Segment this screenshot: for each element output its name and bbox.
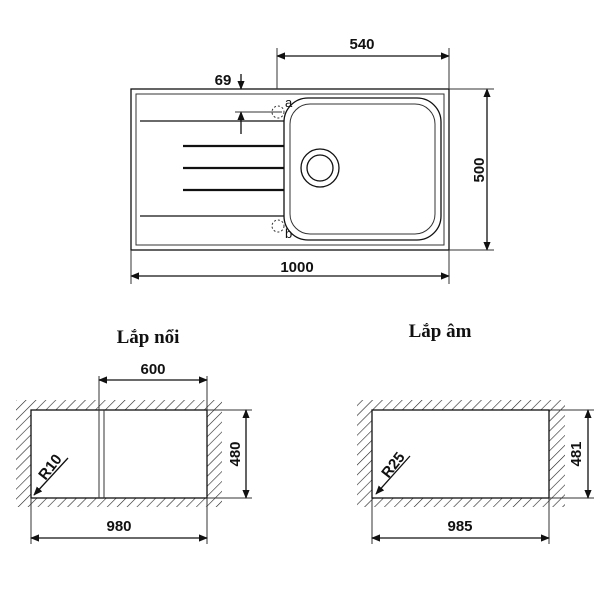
hole-b-label: b [285, 226, 292, 241]
countertop-hatch [16, 400, 222, 507]
hole-a-label: a [285, 95, 293, 110]
dim-height: 500 [471, 157, 488, 182]
dim-width-980: 980 [106, 518, 131, 535]
dim-bowl-width: 540 [349, 36, 374, 53]
radius-leader [33, 457, 69, 496]
sink-top-view: a b 540 69 500 1000 [130, 36, 494, 284]
tap-hole-a [271, 105, 285, 119]
bowl-inner [289, 103, 436, 235]
drain-outer [300, 148, 340, 188]
sink-outline [130, 88, 450, 251]
tap-hole-b [271, 219, 285, 233]
dim-total-width: 1000 [280, 259, 313, 276]
drain-inner [306, 154, 334, 182]
dim-height-481: 481 [568, 441, 585, 466]
dim-width-inner: 600 [140, 361, 165, 378]
radius-leader [375, 455, 411, 495]
cutout-opening [371, 409, 550, 499]
radius-label: R25 [378, 449, 408, 481]
dim-offset: 69 [215, 72, 232, 89]
cutout-opening [30, 409, 208, 499]
surface-mount-cutout: Lắp nổi 600 480 R10 980 [16, 327, 252, 544]
dim-width-985: 985 [447, 518, 472, 535]
undermount-cutout: Lắp âm 481 R25 985 [357, 321, 594, 544]
sink-rim [135, 93, 445, 246]
radius-label: R10 [35, 451, 65, 483]
dim-height-480: 480 [227, 441, 244, 466]
undermount-title: Lắp âm [409, 321, 472, 342]
surface-mount-title: Lắp nổi [117, 327, 180, 348]
countertop-hatch [357, 400, 565, 507]
